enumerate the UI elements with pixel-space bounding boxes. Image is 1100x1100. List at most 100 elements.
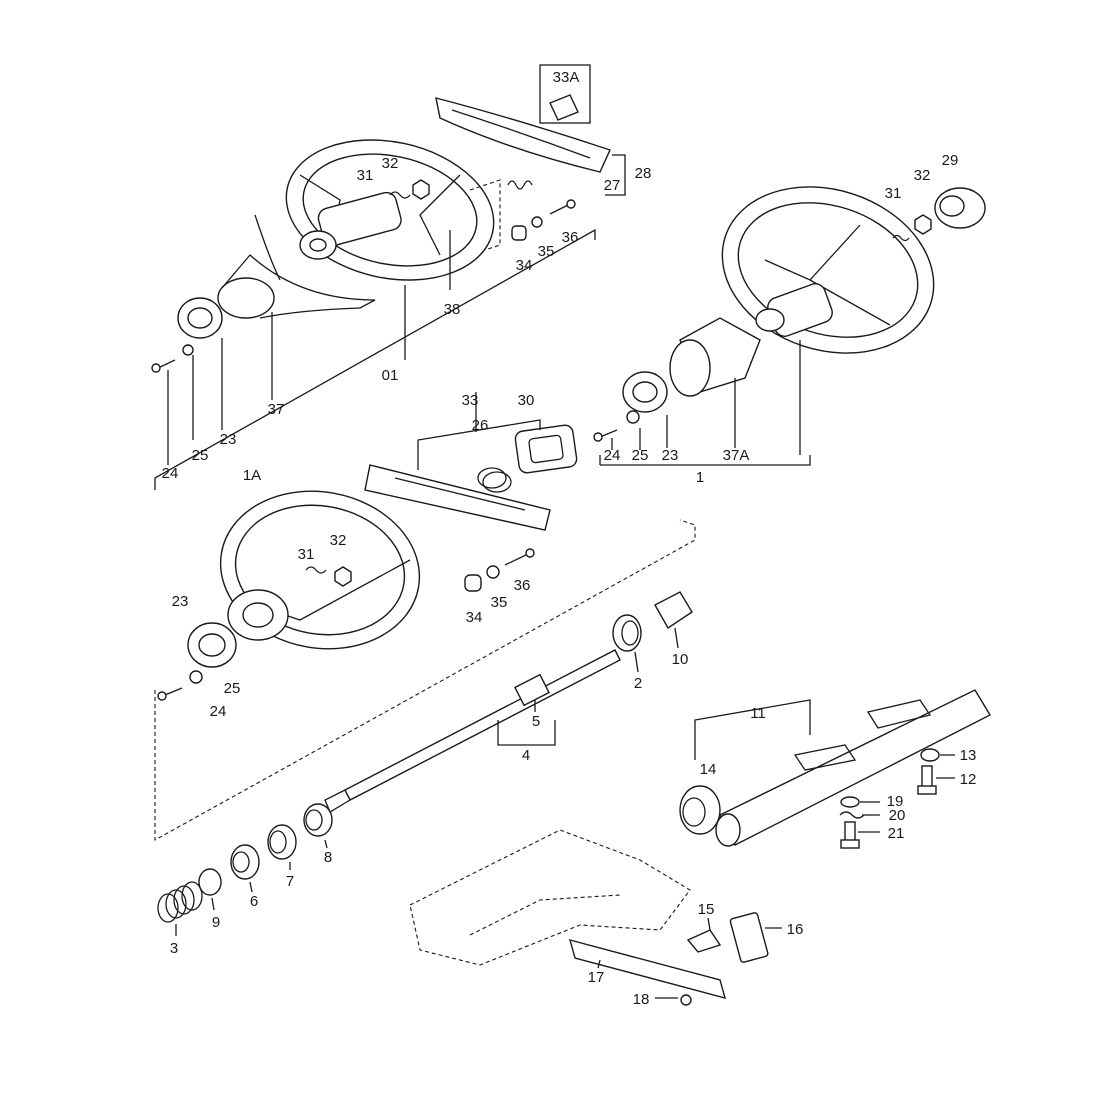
trim-17 [568,939,727,999]
washer-25-top [182,344,194,356]
bushing-14 [679,785,721,835]
hub-23-mid [187,622,237,668]
washer-35-mid [486,565,500,579]
screw-36-mid [504,548,535,566]
bearing-2 [612,614,642,652]
label-19: 19 [887,793,904,810]
emblem-29 [934,187,986,229]
label-23: 23 [220,431,237,448]
label-32: 32 [382,155,399,172]
label-24-right: 24 [604,447,621,464]
cover-16 [729,912,769,963]
column-tube-11 [715,689,991,847]
sleeve-10 [654,591,693,630]
hub-23-right [622,371,668,413]
label-31-right: 31 [885,185,902,202]
label-29: 29 [942,152,959,169]
label-35-mid: 35 [491,594,508,611]
spring-3 [157,881,203,923]
spring-27 [507,180,533,190]
emblem-33a [539,64,591,124]
washer-25-right [626,410,640,424]
label-37: 37 [268,401,285,418]
hub-23-top [177,297,223,339]
label-3: 3 [170,940,178,957]
ring-9 [198,868,222,896]
label-35: 35 [538,243,555,260]
label-32-right: 32 [914,167,931,184]
horn-pad-33 [364,464,551,531]
screw-24-mid [157,687,183,701]
label-37a: 37A [723,447,750,464]
label-5: 5 [532,713,540,730]
label-13: 13 [960,747,977,764]
label-17: 17 [588,969,605,986]
label-6: 6 [250,893,258,910]
label-20: 20 [889,807,906,824]
spring-26 [477,467,512,493]
steering-shaft-4 [324,649,621,813]
label-25-right: 25 [632,447,649,464]
label-31-mid: 31 [298,546,315,563]
washer-19 [840,796,860,808]
label-32-mid: 32 [330,532,347,549]
bushing-34-top [511,225,527,241]
label-16: 16 [787,921,804,938]
label-4: 4 [522,747,530,764]
label-21: 21 [888,825,905,842]
washer-25-mid [189,670,203,684]
label-18: 18 [633,991,650,1008]
screw-24-right [593,429,618,442]
clip-31-mid [305,566,327,574]
nut-32-right [914,214,932,235]
label-14: 14 [700,761,717,778]
label-34-mid: 34 [466,609,483,626]
dashboard-bracket-outline [409,829,691,966]
label-38: 38 [444,301,461,318]
label-11: 11 [750,705,766,722]
steering-wheel-1a [219,490,421,650]
ring-6 [230,844,260,880]
bearing-7 [267,824,297,860]
part-labels: 33A 32 31 27 28 36 35 34 38 01 37 23 25 … [162,69,977,1008]
group-line-01 [154,228,596,490]
clip-31-top [389,191,411,199]
label-31: 31 [357,167,374,184]
label-1: 1 [696,469,704,486]
label-9: 9 [212,914,220,931]
bolt-12 [917,765,937,795]
cone-37 [217,214,376,319]
clip-31-right [892,234,910,242]
label-27: 27 [604,177,621,194]
label-25: 25 [192,447,209,464]
label-33: 33 [462,392,479,409]
screw-36-top [549,199,576,215]
bearing-8 [303,803,333,837]
emblem-30 [514,424,578,474]
washer-35-top [531,216,543,228]
screw-24-top [151,359,176,373]
label-7: 7 [286,873,294,890]
cone-37a [669,317,761,397]
label-30: 30 [518,392,535,409]
label-8: 8 [324,849,332,866]
housing-outline [154,519,696,841]
label-23-mid: 23 [172,593,189,610]
label-28: 28 [635,165,652,182]
label-26: 26 [472,417,489,434]
bolt-21 [840,821,860,849]
nut-32-top [412,179,430,200]
label-12: 12 [960,771,977,788]
bracket-28 [605,154,626,196]
label-25-mid: 25 [224,680,241,697]
label-23-right: 23 [662,447,679,464]
label-36-mid: 36 [514,577,531,594]
steering-wheel-1 [721,186,935,354]
label-24-mid: 24 [210,703,227,720]
bushing-34-mid [464,574,482,592]
label-34: 34 [516,257,533,274]
label-2: 2 [634,675,642,692]
label-1a: 1A [243,467,261,484]
label-10: 10 [672,651,689,668]
